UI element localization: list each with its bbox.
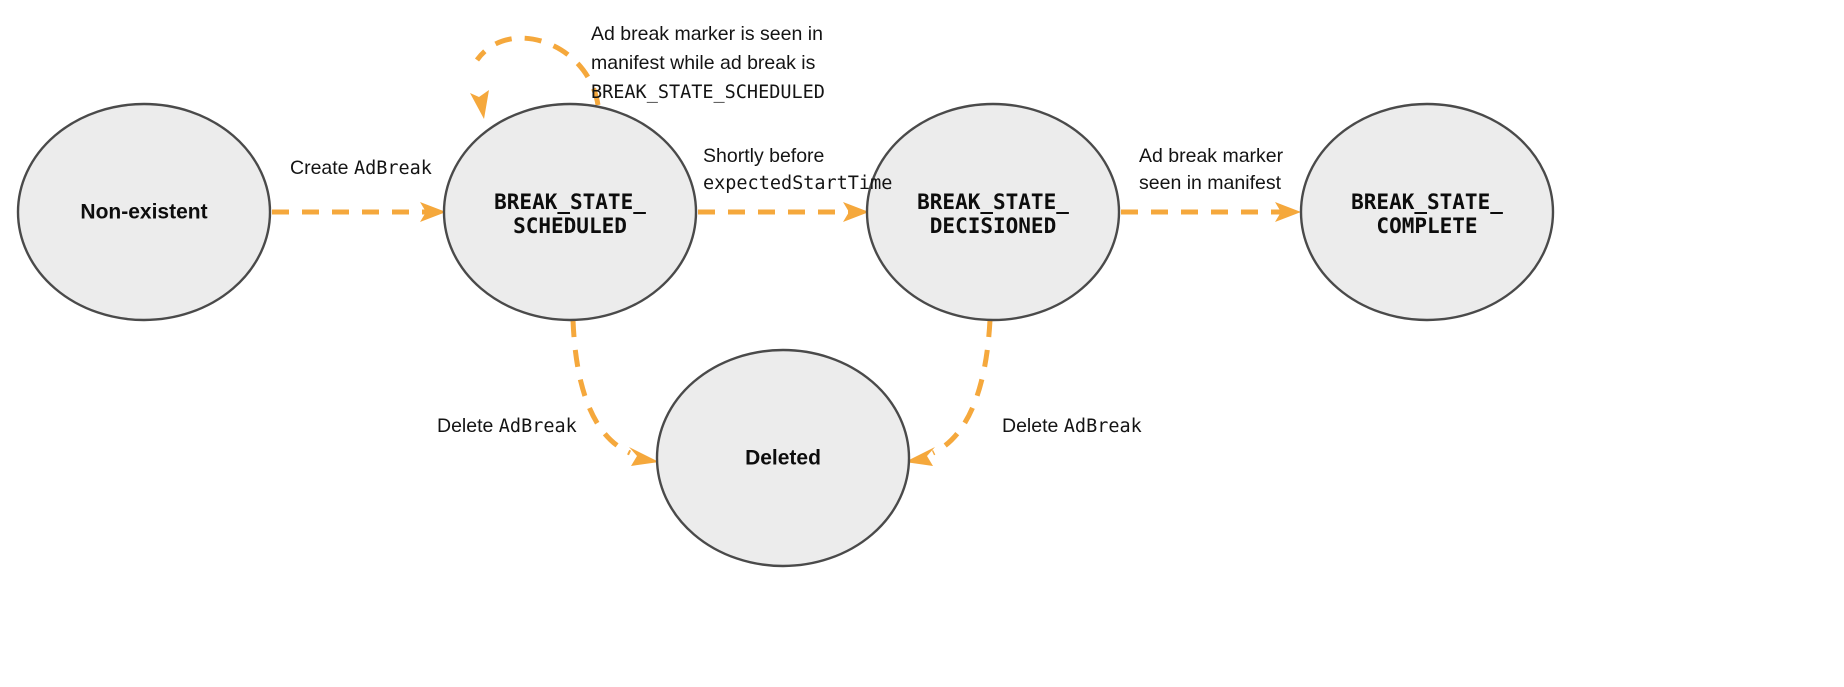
node-break-state-complete-label-line1: BREAK_STATE_: [1351, 190, 1503, 214]
edge-label-self-loop-line-0: Ad break marker is seen in: [591, 23, 823, 45]
edge-delete-decisioned-arrowhead: [905, 447, 935, 466]
node-non-existent[interactable]: Non-existent: [16, 102, 272, 322]
node-layer: Non-existent BREAK_STATE_ SCHEDULED BREA…: [16, 102, 1555, 568]
node-break-state-scheduled-label-line2: SCHEDULED: [513, 214, 627, 238]
edge-label-create-adbreak: Create AdBreak: [290, 157, 432, 179]
edge-label-self-loop-line-1: manifest while ad break is: [591, 52, 816, 74]
edge-shortly-before-arrowhead: [843, 202, 869, 222]
node-break-state-complete[interactable]: BREAK_STATE_ COMPLETE: [1299, 102, 1555, 322]
edge-label-create-adbreak-run-0: Create: [290, 157, 354, 179]
edge-label-shortly-before-line-0: Shortly before: [703, 145, 824, 167]
edge-label-delete-adbreak-from-scheduled: Delete AdBreak: [437, 415, 577, 437]
edge-delete-adbreak-from-scheduled[interactable]: [570, 319, 659, 466]
edge-delete-scheduled-path: [570, 319, 632, 456]
node-break-state-decisioned[interactable]: BREAK_STATE_ DECISIONED: [865, 102, 1121, 322]
edge-marker-seen-arrowhead: [1275, 202, 1301, 222]
edge-create-adbreak[interactable]: [272, 202, 446, 222]
edge-label-self-loop-line-2: BREAK_STATE_SCHEDULED: [591, 82, 825, 103]
edge-ad-break-marker-seen-in-manifest[interactable]: [1121, 202, 1301, 222]
node-deleted[interactable]: Deleted: [655, 348, 911, 568]
node-break-state-scheduled-label-line1: BREAK_STATE_: [494, 190, 646, 214]
edge-label-shortly-before: Shortly before expectedStartTime: [703, 145, 892, 194]
edge-label-delete-adbreak-from-decisioned: Delete AdBreak: [1002, 415, 1142, 437]
node-deleted-label: Deleted: [745, 447, 821, 470]
edge-self-loop-path: [474, 35, 601, 106]
edge-self-loop-ad-break-marker-seen[interactable]: [470, 35, 601, 119]
edge-label-marker-seen-in-manifest: Ad break marker seen in manifest: [1139, 145, 1288, 194]
node-break-state-decisioned-label-line1: BREAK_STATE_: [917, 190, 1069, 214]
edge-self-loop-arrowhead: [470, 90, 489, 119]
edge-delete-adbreak-from-decisioned[interactable]: [905, 319, 993, 466]
edge-label-delete-decisioned-run-1: AdBreak: [1064, 416, 1142, 437]
node-break-state-complete-label-line2: COMPLETE: [1376, 214, 1477, 238]
edge-label-self-loop: Ad break marker is seen in manifest whil…: [591, 23, 827, 103]
edge-label-create-adbreak-run-1: AdBreak: [354, 158, 432, 179]
edge-label-layer: Create AdBreak Ad break marker is seen i…: [290, 23, 1288, 437]
node-break-state-decisioned-shape: [865, 102, 1121, 322]
edge-label-shortly-before-line-1: expectedStartTime: [703, 173, 892, 194]
edge-shortly-before[interactable]: [698, 202, 869, 222]
edge-delete-scheduled-arrowhead: [629, 447, 659, 466]
node-break-state-scheduled[interactable]: BREAK_STATE_ SCHEDULED: [442, 102, 698, 322]
node-deleted-shape: [655, 348, 911, 568]
edge-label-marker-seen-line-0: Ad break marker: [1139, 145, 1284, 167]
node-break-state-scheduled-shape: [442, 102, 698, 322]
edge-create-adbreak-arrowhead: [420, 202, 446, 222]
edge-label-marker-seen-line-1: seen in manifest: [1139, 172, 1282, 194]
node-break-state-decisioned-label-line2: DECISIONED: [930, 214, 1056, 238]
edge-delete-decisioned-path: [931, 319, 993, 456]
node-non-existent-shape: [16, 102, 272, 322]
edge-layer: [272, 35, 1301, 466]
node-non-existent-label: Non-existent: [80, 201, 207, 224]
edge-label-delete-scheduled-run-0: Delete: [437, 415, 499, 437]
edge-label-delete-decisioned-run-0: Delete: [1002, 415, 1064, 437]
edge-label-delete-scheduled-run-1: AdBreak: [499, 416, 577, 437]
node-break-state-complete-shape: [1299, 102, 1555, 322]
